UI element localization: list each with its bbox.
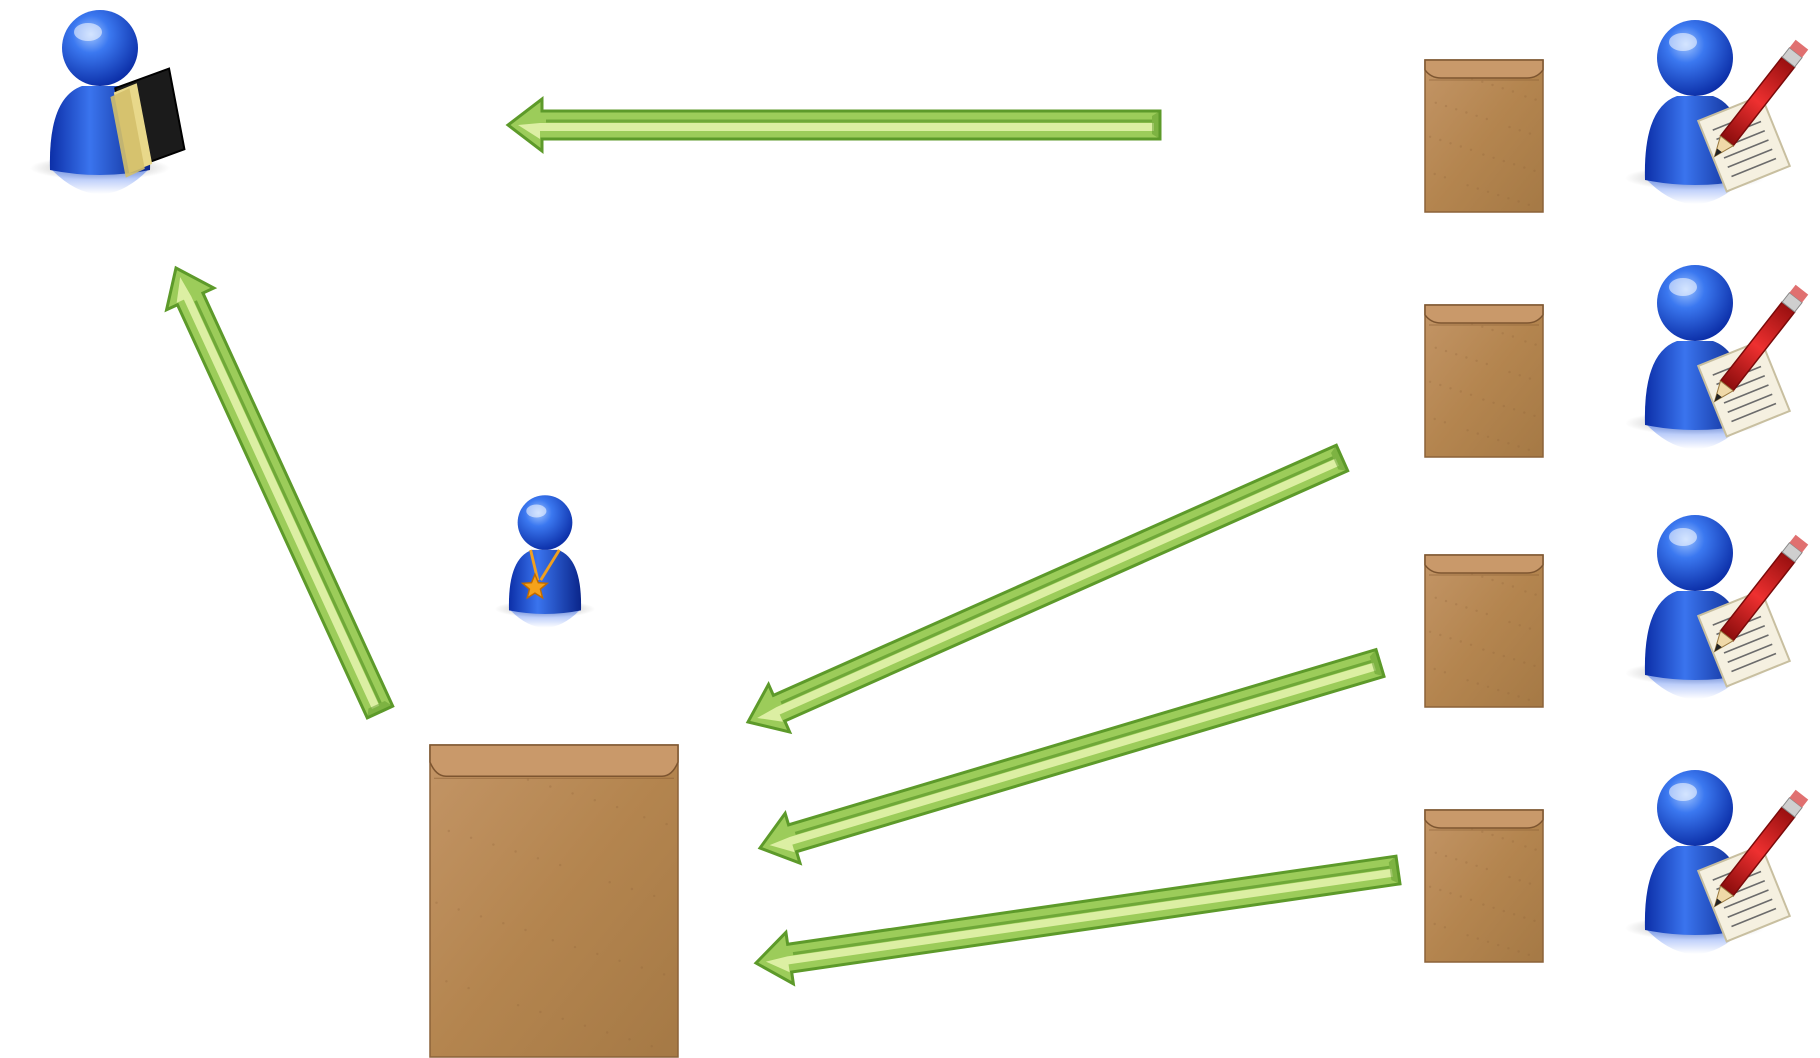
person-reading-book-icon: [30, 10, 187, 194]
brown-envelope-icon: [1425, 810, 1543, 962]
person-with-star-medal-icon: [495, 495, 596, 627]
large-brown-envelope-icon: [430, 745, 678, 1057]
arrow-envelope-4-to-merged-envelope: [752, 844, 1401, 988]
person-writing-document-icon: [1625, 20, 1808, 204]
person-writing-document-icon: [1625, 265, 1808, 449]
brown-envelope-icon: [1425, 305, 1543, 457]
person-writing-document-icon: [1625, 515, 1808, 699]
arrow-envelope-1-to-reader: [508, 99, 1160, 151]
brown-envelope-icon: [1425, 555, 1543, 707]
person-writing-document-icon: [1625, 770, 1808, 954]
arrow-merged-envelope-to-reader: [152, 257, 403, 723]
brown-envelope-icon: [1425, 60, 1543, 212]
